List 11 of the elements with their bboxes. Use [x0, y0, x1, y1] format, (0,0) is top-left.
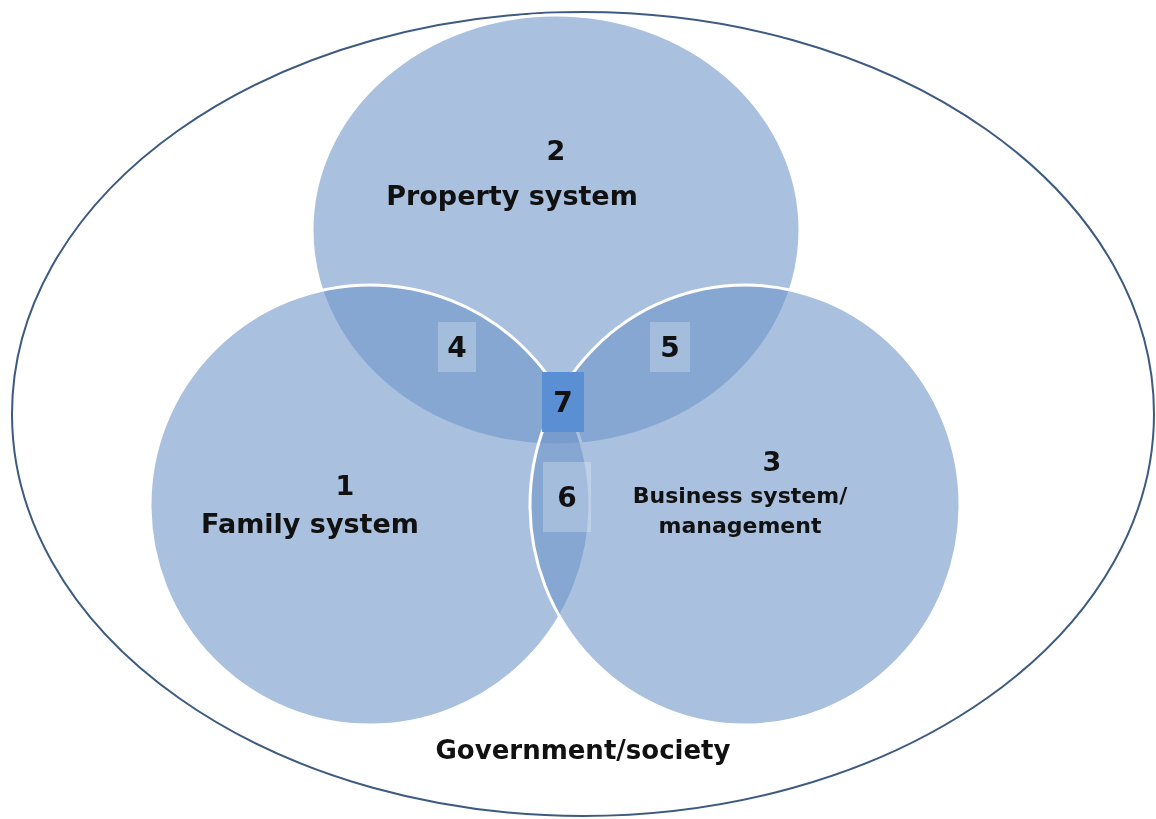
circle-number: 3 — [762, 445, 782, 477]
region-number: 6 — [543, 462, 591, 532]
system-label: Government/society — [435, 735, 731, 765]
circle-label: Property system — [386, 179, 638, 211]
region-number: 5 — [650, 322, 690, 372]
region-number: 7 — [542, 372, 584, 432]
circle-number: 2 — [546, 134, 566, 166]
circle-number: 1 — [335, 469, 355, 501]
circle-label: Family system — [201, 507, 419, 539]
region-number: 4 — [438, 322, 476, 372]
circle-label: Business system/ management — [631, 482, 849, 540]
